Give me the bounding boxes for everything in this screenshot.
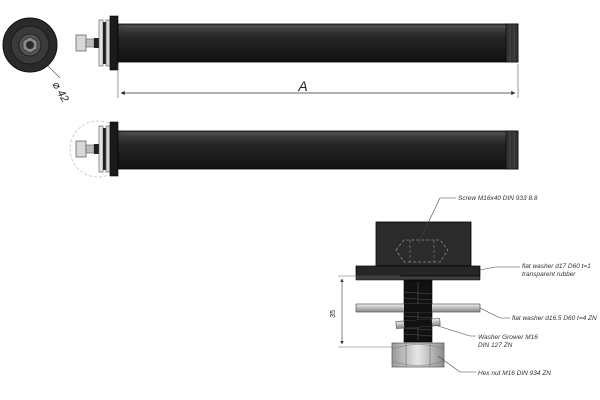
callout-rubber-washer-line2: transparent rubber: [522, 271, 576, 278]
roller-end-view: [2, 17, 58, 73]
fastener-exploded-detail: 35: [330, 197, 520, 373]
stack-height-label: 35: [330, 310, 337, 318]
callout-flat-washer-zn: flat washer d16.5 D60 t=4 ZN: [512, 315, 597, 322]
roller-side-view-bottom: [69, 120, 519, 178]
length-label: A: [297, 78, 307, 94]
callout-screw: Screw M16x40 DIN 933 8.8: [458, 195, 538, 202]
diameter-label: ⌀ 42: [49, 80, 70, 105]
callout-grower-line1: Washer Grower M16: [478, 334, 538, 341]
callout-rubber-washer-line1: flat washer d17 D60 t=1: [522, 263, 591, 270]
length-dimension: A: [117, 64, 519, 98]
callout-grower-line2: DIN 127 ZN: [478, 342, 513, 349]
callout-hex-nut: Hex nut M16 DIN 934 ZN: [478, 370, 551, 377]
roller-side-view-top: [75, 15, 519, 71]
diameter-dimension: ⌀ 42: [47, 65, 71, 105]
callout-labels: Screw M16x40 DIN 933 8.8 flat washer d17…: [458, 195, 597, 377]
